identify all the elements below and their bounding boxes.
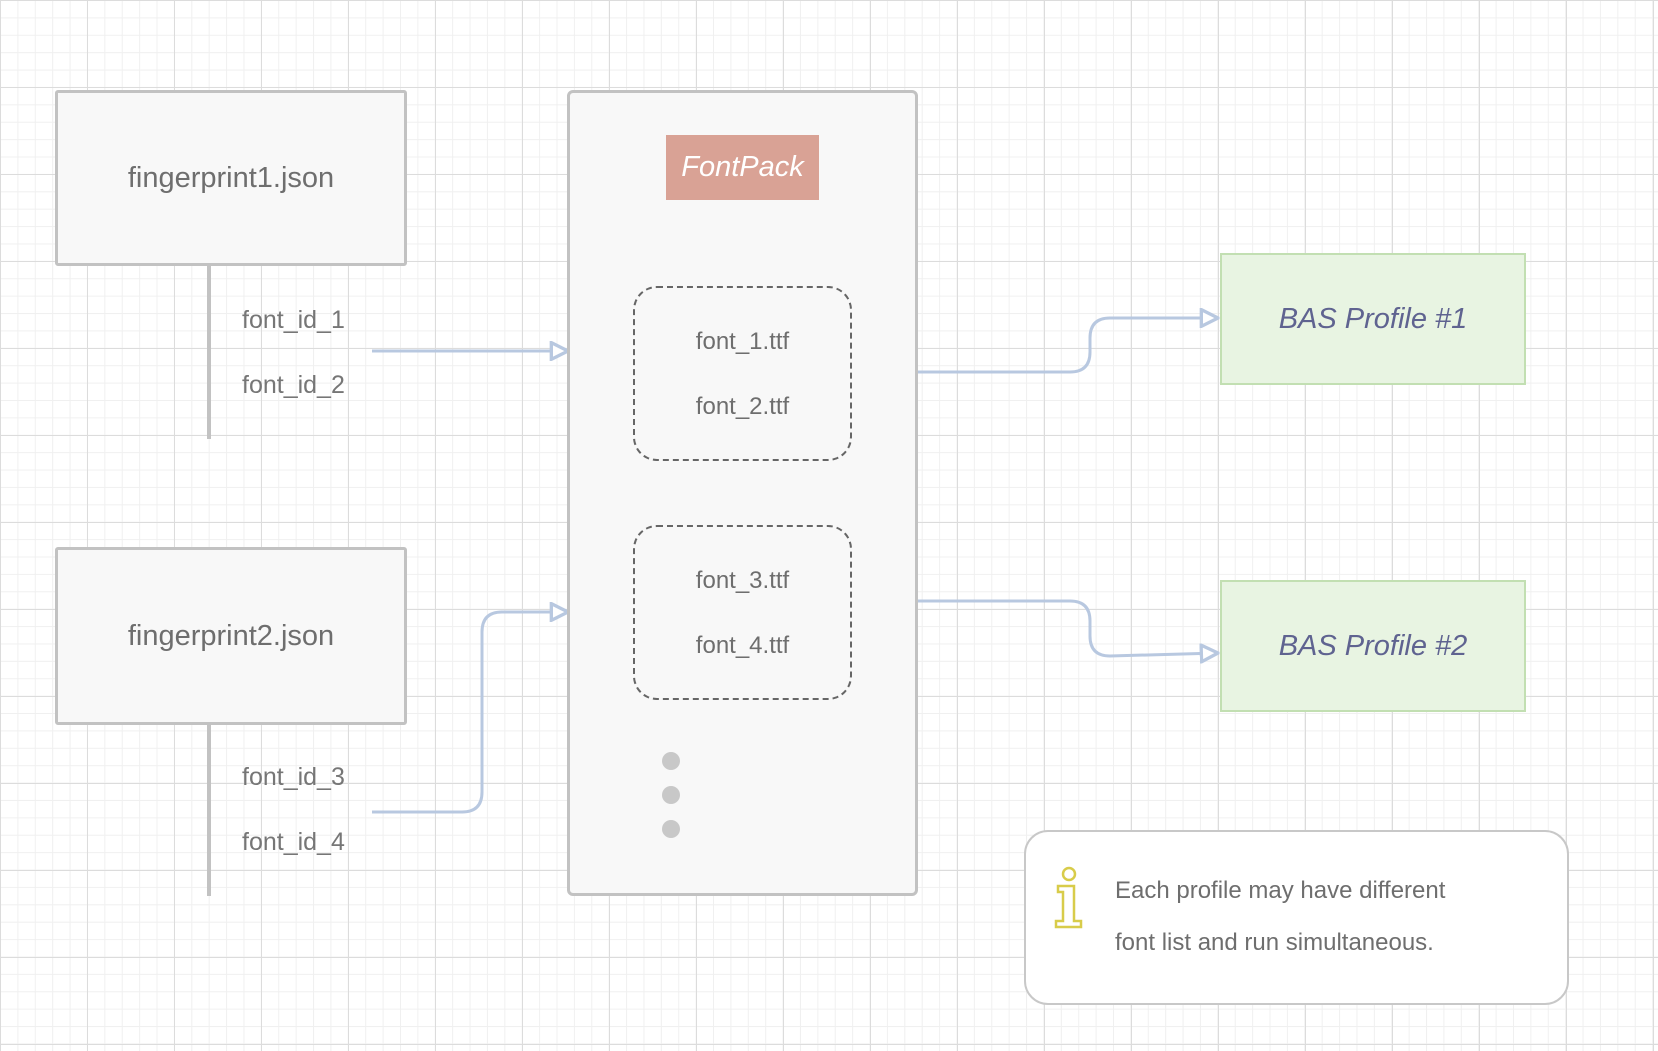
ellipsis-dot-1 [662,752,680,770]
font-file-1: font_1.ttf [695,328,790,355]
font-group-1[interactable] [633,286,852,461]
font-id-1-label: font_id_1 [242,306,345,334]
info-note-line-2: font list and run simultaneous. [1115,929,1434,956]
fingerprint2-box[interactable]: fingerprint2.json [55,547,407,725]
fingerprint1-box[interactable]: fingerprint1.json [55,90,407,266]
info-note-line-1: Each profile may have different [1115,877,1446,904]
fontpack-container[interactable] [567,90,918,896]
ellipsis-dot-3 [662,820,680,838]
font-id-4-label: font_id_4 [242,828,345,856]
connector-fontpack-to-profile2 [916,599,1218,656]
fingerprint1-label: fingerprint1.json [127,161,335,194]
font-file-4: font_4.ttf [695,632,790,659]
fontpack-title-text: FontPack [681,151,804,183]
font-file-2: font_2.ttf [695,393,790,420]
ellipsis-dot-2 [662,786,680,804]
connector-fontpack-to-profile1 [916,318,1218,374]
bas-profile-2-label: BAS Profile #2 [1278,629,1468,662]
info-note [1024,830,1569,1005]
font-id-3-label: font_id_3 [242,763,345,791]
bas-profile-1[interactable]: BAS Profile #1 [1220,253,1526,385]
fingerprint2-stem [207,725,211,896]
font-file-3: font_3.ttf [695,567,790,594]
font-id-2-label: font_id_2 [242,371,345,399]
font-group-2[interactable] [633,525,852,700]
connector-fp2-to-fontpack [372,612,568,814]
info-note-text: Each profile may have different font lis… [1115,865,1445,969]
fontpack-title: FontPack [666,135,819,200]
info-icon [1054,866,1083,929]
bas-profile-1-label: BAS Profile #1 [1278,302,1468,335]
bas-profile-2[interactable]: BAS Profile #2 [1220,580,1526,712]
fingerprint1-stem [207,266,211,439]
fingerprint2-label: fingerprint2.json [127,619,335,652]
